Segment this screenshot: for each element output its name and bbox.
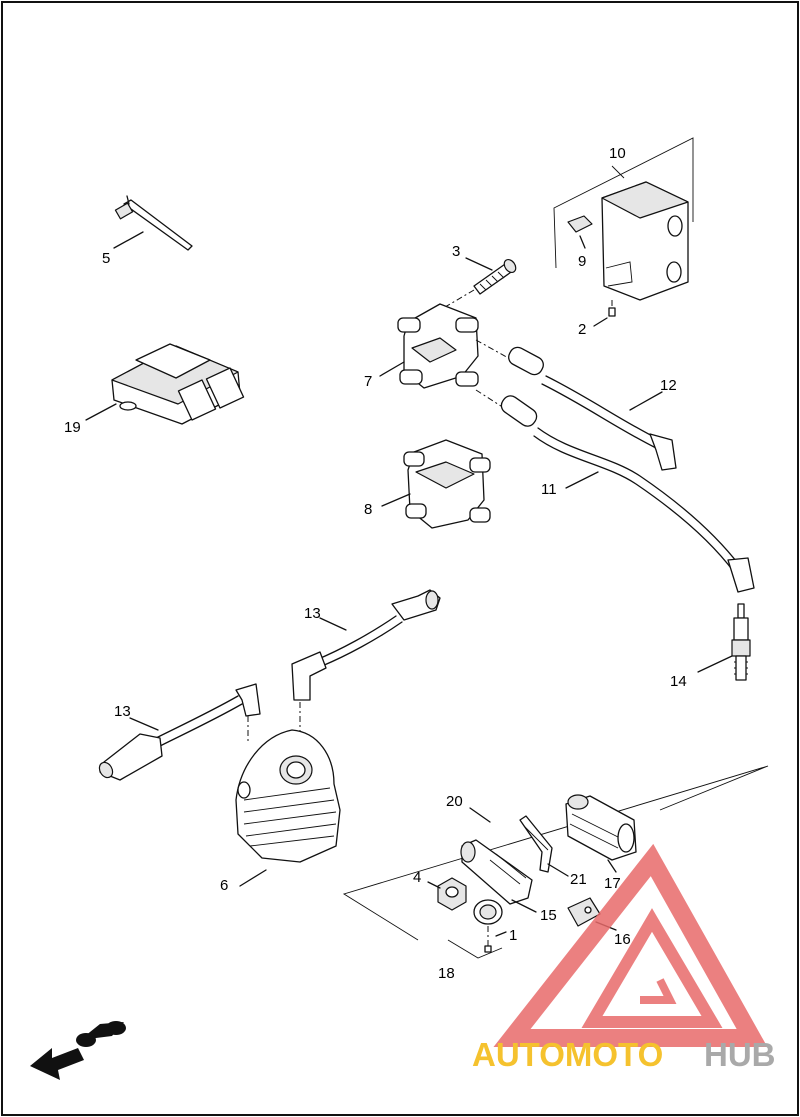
callout-6: 6 — [220, 877, 228, 894]
ignition-coil-part-8 — [381, 439, 491, 529]
callout-1: 1 — [509, 927, 517, 944]
spark-plug-wire-part-13-upper — [291, 589, 441, 734]
group-bracket-10 — [553, 137, 694, 269]
callout-9: 9 — [578, 253, 586, 270]
spark-plug-wire-part-11 — [500, 395, 755, 593]
ignition-coil-part-7 — [379, 303, 513, 409]
callout-19: 19 — [64, 419, 81, 436]
watermark-brand-first: AUTOMOTO — [472, 1036, 663, 1073]
callout-5: 5 — [102, 250, 110, 267]
callout-10: 10 — [609, 145, 626, 162]
watermark-brand-second: HUB — [704, 1036, 776, 1073]
callout-21: 21 — [570, 871, 587, 888]
ignition-coil-part-6 — [235, 729, 341, 887]
screw-part-3 — [439, 257, 517, 311]
callout-labels: 1 2 3 4 5 6 7 8 9 10 11 12 13 13 14 15 1… — [64, 145, 687, 982]
fastener-part-1 — [484, 945, 492, 953]
callout-3: 3 — [452, 243, 460, 260]
clip-part-9 — [567, 215, 593, 233]
screw-part-2 — [608, 307, 616, 317]
callout-8: 8 — [364, 501, 372, 518]
front-arrow-motorcycle-icon — [30, 1021, 126, 1080]
watermark-triangle — [493, 843, 768, 1047]
callout-11: 11 — [541, 481, 557, 498]
group-bracket-20 — [342, 765, 769, 941]
coil-cover-part — [553, 137, 694, 327]
grommet-part-18 — [447, 899, 507, 959]
connector-part-15 — [460, 839, 537, 913]
control-module-part-19 — [85, 343, 245, 425]
callout-14: 14 — [670, 673, 687, 690]
callout-7: 7 — [364, 373, 372, 390]
callout-12: 12 — [660, 377, 677, 394]
sensor-part-17 — [565, 794, 637, 873]
watermark-logo — [493, 843, 768, 1047]
callout-13-upper: 13 — [304, 605, 321, 622]
callout-13-lower: 13 — [114, 703, 131, 720]
callout-4: 4 — [413, 869, 421, 886]
spark-plug-wire-part-13-lower — [98, 683, 261, 781]
callout-2: 2 — [578, 321, 586, 338]
cable-strap-part — [113, 195, 193, 251]
spark-plug-wire-part-12 — [508, 346, 677, 471]
callout-17: 17 — [604, 875, 621, 892]
nut-part-4 — [427, 877, 467, 911]
callout-20: 20 — [446, 793, 463, 810]
callout-16: 16 — [614, 931, 631, 948]
clip-part-21 — [519, 815, 569, 877]
callout-18: 18 — [438, 965, 455, 982]
spark-plug-part-14 — [697, 603, 751, 681]
callout-15: 15 — [540, 907, 557, 924]
